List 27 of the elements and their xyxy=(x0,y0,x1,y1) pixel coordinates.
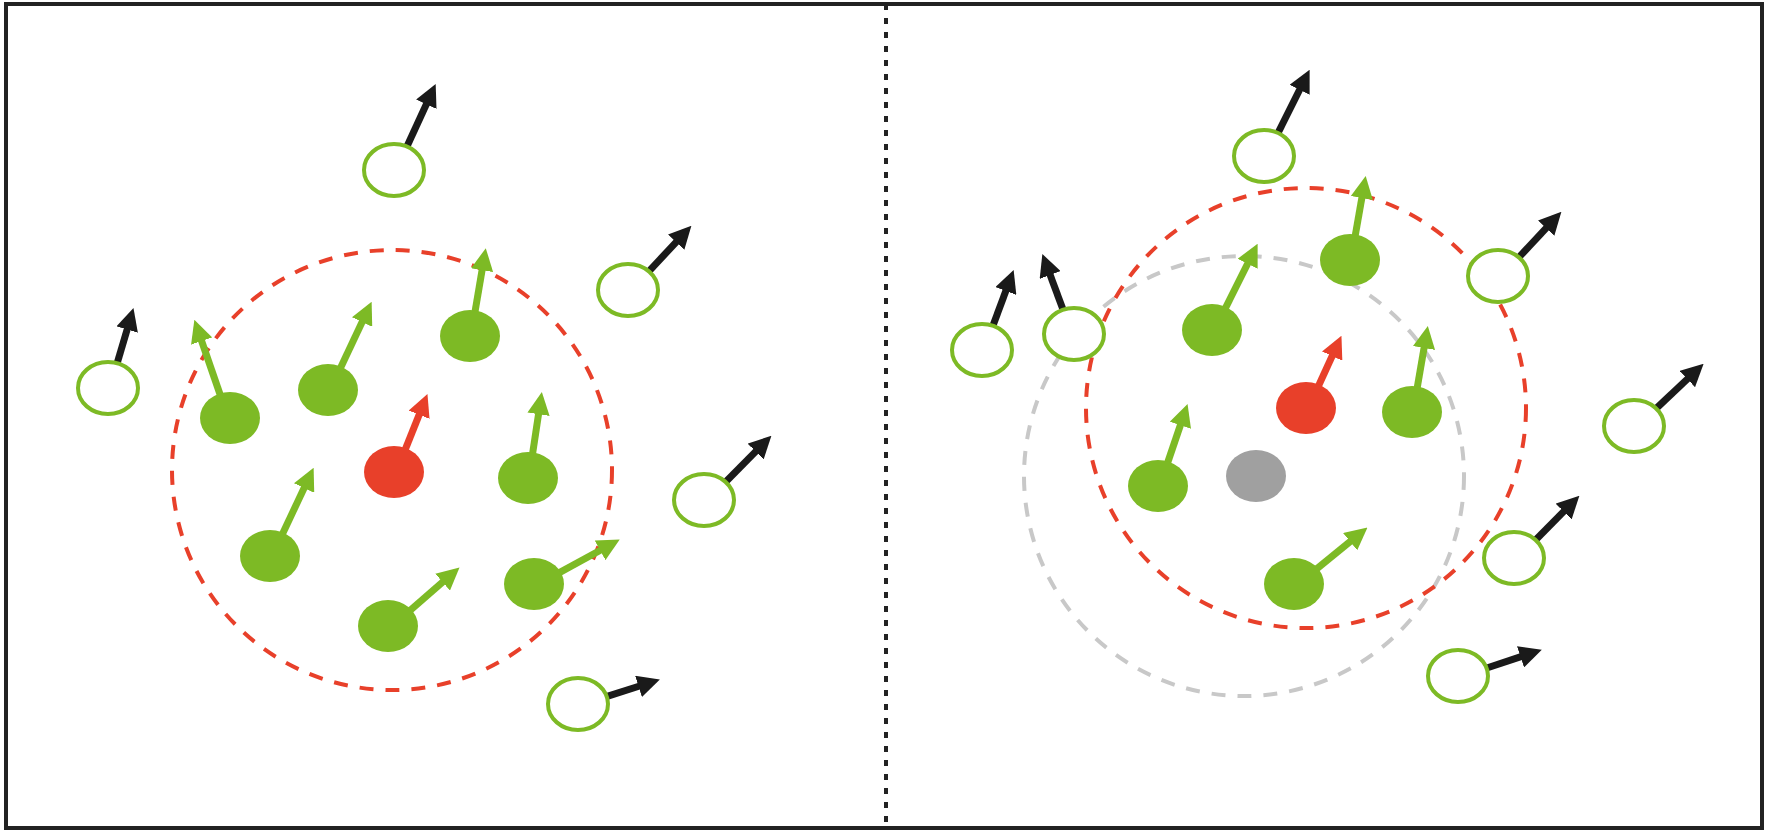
hollow-particle xyxy=(1466,248,1530,304)
filled-particle xyxy=(358,600,418,652)
filled-particle xyxy=(1128,460,1188,512)
filled-particle xyxy=(298,364,358,416)
hollow-particle xyxy=(1426,648,1490,704)
filled-particle xyxy=(440,310,500,362)
hollow-particle xyxy=(362,142,426,198)
filled-particle xyxy=(240,530,300,582)
hollow-particle xyxy=(76,360,140,416)
hollow-particle xyxy=(596,262,660,318)
filled-particle xyxy=(364,446,424,498)
hollow-particle xyxy=(1602,398,1666,454)
filled-particle xyxy=(1182,304,1242,356)
hollow-particle xyxy=(1042,306,1106,362)
filled-particle xyxy=(1264,558,1324,610)
filled-particle xyxy=(1276,382,1336,434)
filled-particle xyxy=(1382,386,1442,438)
hollow-particle xyxy=(950,322,1014,378)
hollow-particle xyxy=(546,676,610,732)
hollow-particle xyxy=(1482,530,1546,586)
hollow-particle xyxy=(1232,128,1296,184)
filled-particle xyxy=(200,392,260,444)
filled-particle xyxy=(504,558,564,610)
hollow-particle xyxy=(672,472,736,528)
filled-particle xyxy=(498,452,558,504)
filled-particle xyxy=(1226,450,1286,502)
filled-particle xyxy=(1320,234,1380,286)
